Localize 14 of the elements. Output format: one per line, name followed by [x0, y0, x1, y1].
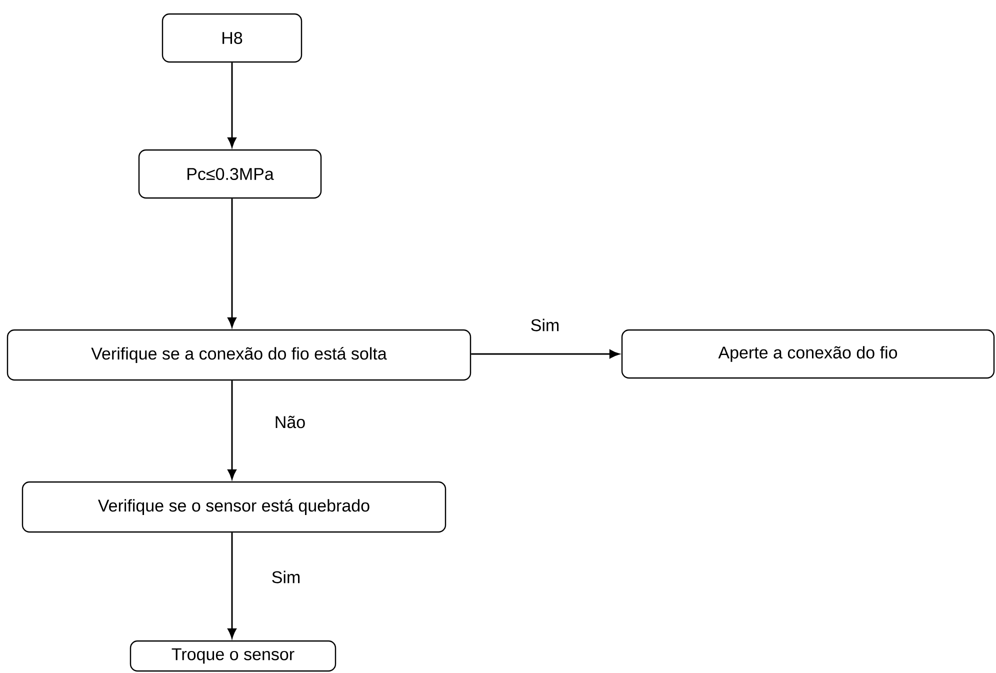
process-box: H8 — [162, 13, 302, 63]
process-box: Troque o sensor — [130, 640, 336, 672]
process-box: Pc≤0.3MPa — [138, 149, 322, 199]
edge-label: Sim — [270, 570, 302, 584]
edge-label: Sim — [529, 318, 561, 332]
arrow — [471, 350, 620, 358]
edge-label: Não — [273, 414, 307, 430]
process-box: Verifique se a conexão do fio está solta — [6, 329, 472, 381]
arrow — [228, 62, 236, 148]
process-box: Verifique se o sensor está quebrado — [22, 481, 446, 533]
process-box: Aperte a conexão do fio — [621, 329, 995, 379]
arrow — [228, 380, 236, 480]
arrow — [228, 198, 236, 328]
arrow — [228, 532, 236, 638]
